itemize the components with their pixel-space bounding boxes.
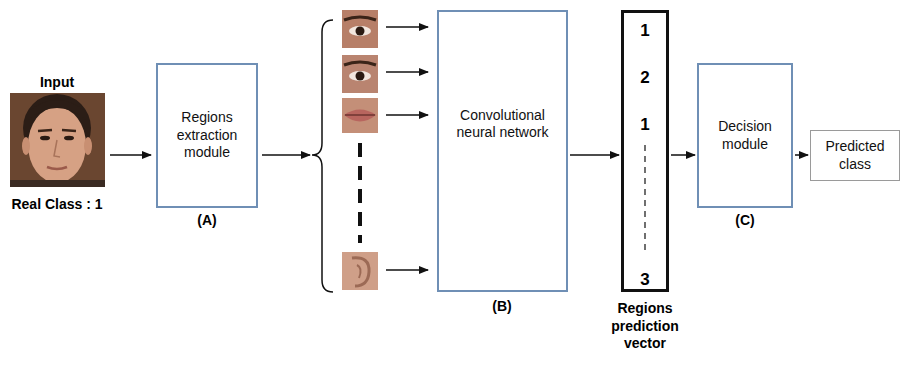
module-tag: (C) bbox=[725, 212, 765, 230]
vector-caption: Regions prediction vector bbox=[597, 300, 693, 353]
arrow bbox=[110, 154, 151, 156]
output-box: Predicted class bbox=[810, 130, 900, 181]
vector-value: 1 bbox=[624, 21, 666, 41]
box-label: Convolutional neural network bbox=[445, 107, 560, 142]
image-caption: Real Class : 1 bbox=[2, 196, 112, 214]
arrow bbox=[386, 26, 428, 28]
prediction-vector: 1 2 1 3 bbox=[621, 10, 669, 292]
flow-arrow bbox=[795, 154, 808, 156]
vector-value: 1 bbox=[624, 115, 666, 135]
arrow bbox=[262, 154, 310, 156]
flow-arrow bbox=[671, 154, 695, 156]
process-box: Convolutional neural network bbox=[437, 10, 568, 292]
arrow bbox=[386, 114, 428, 116]
vector-value: 2 bbox=[624, 68, 666, 88]
process-box: Regions extraction module bbox=[156, 63, 258, 208]
vector-value: 3 bbox=[624, 270, 666, 290]
vector-ellipsis bbox=[644, 145, 645, 250]
arrow bbox=[386, 269, 428, 271]
module-tag: (B) bbox=[482, 298, 522, 316]
box-label: Decision module bbox=[705, 118, 785, 153]
image-caption: Input bbox=[17, 74, 97, 92]
ear-patch bbox=[342, 252, 378, 290]
bracket bbox=[312, 20, 333, 292]
eye-patch bbox=[342, 55, 378, 93]
flow-arrow bbox=[570, 154, 619, 156]
ellipsis-dash bbox=[358, 143, 362, 243]
face-photo bbox=[10, 93, 105, 187]
eye-patch bbox=[342, 10, 378, 48]
process-box: Decision module bbox=[697, 63, 793, 208]
box-label: Predicted class bbox=[815, 138, 895, 173]
arrow bbox=[386, 71, 428, 73]
box-label: Regions extraction module bbox=[164, 109, 250, 162]
module-tag: (A) bbox=[187, 212, 227, 230]
mouth-patch bbox=[342, 98, 378, 133]
